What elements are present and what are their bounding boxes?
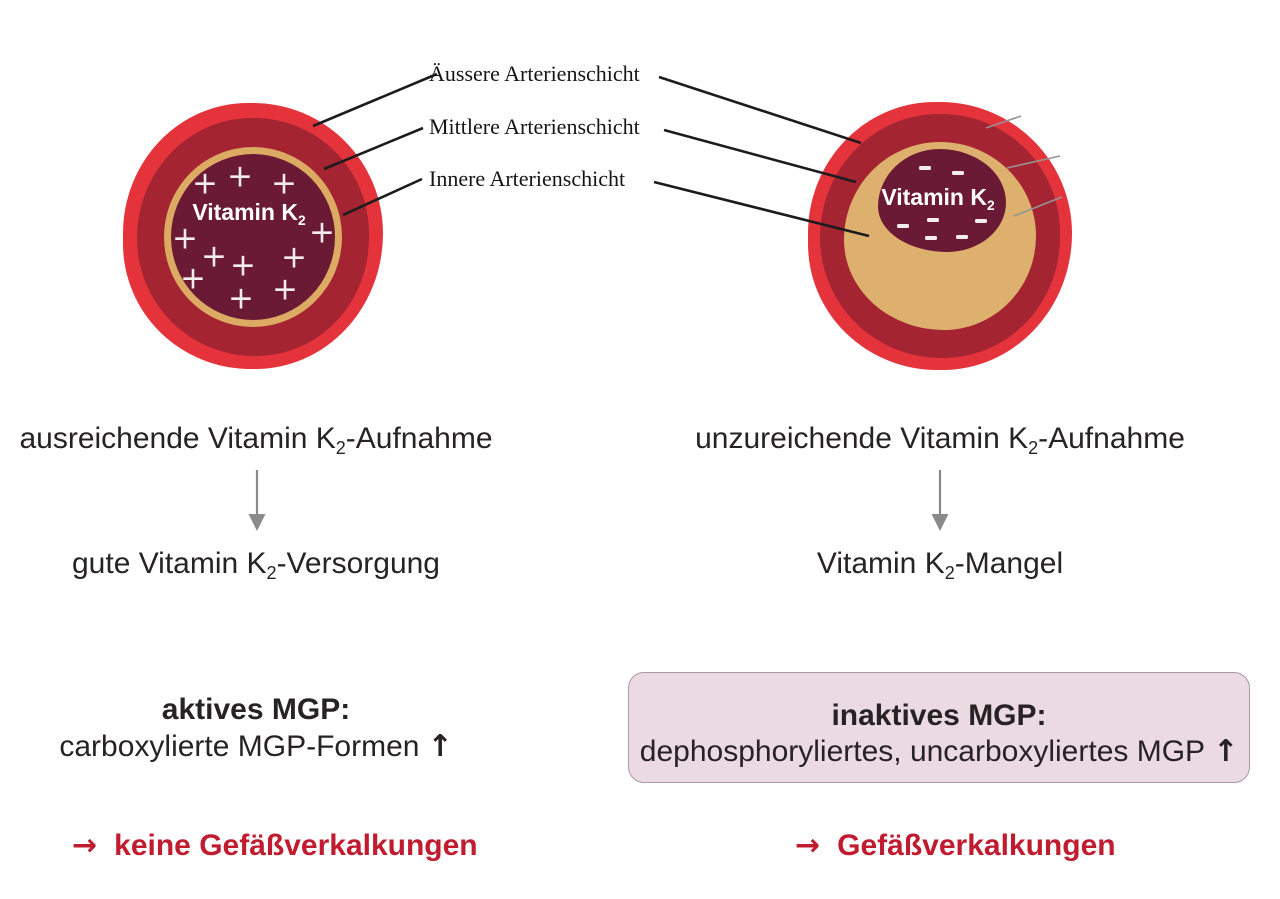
plus-mark: + [281,239,307,276]
plus-mark: + [192,165,218,202]
up-arrow-icon: ↑ [1213,734,1239,769]
left-outcome: → keine Gefäßverkalkungen [72,828,478,863]
right-artery-lumen-blob [878,149,1006,252]
leader-line-outer-left [312,72,438,128]
minus-mark [919,166,931,170]
left-artery-inner-layer-lumen [164,147,342,327]
plus-mark: + [228,280,254,317]
plus-mark: + [271,165,297,202]
right-intake-text: unzureichende Vitamin K2-Aufnahme [695,422,1185,459]
minus-mark [975,219,987,223]
inactive-mgp-detail: dephosphoryliertes, uncarboxyliertes MGP… [639,734,1239,769]
down-arrow-left-head [248,514,266,531]
left-intake-text: ausreichende Vitamin K2-Aufnahme [19,422,493,459]
active-mgp-detail: carboxylierte MGP-Formen↑ [59,729,453,764]
right-vitamin-k2-text: Vitamin K [881,184,987,210]
down-arrow-right-head [931,514,949,531]
plus-mark: + [230,247,256,284]
down-arrow-right [931,470,949,531]
left-vitamin-k2-subscript: 2 [297,212,306,228]
inactive-mgp-box: inaktives MGP: dephosphoryliertes, uncar… [628,672,1250,783]
right-arrow-icon: → [72,828,98,863]
plus-mark: + [201,238,227,275]
up-arrow-icon: ↑ [427,729,453,764]
left-outcome-text: keine Gefäßverkalkungen [114,828,478,862]
right-arrow-icon: → [795,828,821,863]
minus-mark [952,171,964,175]
minus-mark [927,218,939,222]
left-vitamin-k2-label: Vitamin K2 [164,199,334,228]
plus-mark: + [180,260,206,297]
label-inner-artery-layer: Innere Arterienschicht [429,166,626,191]
active-mgp-block: aktives MGP: carboxylierte MGP-Formen↑ [0,691,512,765]
plus-mark: + [309,214,335,251]
plus-mark: + [227,158,253,195]
left-vitamin-k2-text: Vitamin K [192,199,298,225]
left-result-text: gute Vitamin K2-Versorgung [71,547,440,584]
right-vitamin-k2-label: Vitamin K2 [853,184,1023,213]
minus-mark [925,236,937,240]
plus-mark: + [172,220,198,257]
minus-mark [897,224,909,228]
right-outcome: → Gefäßverkalkungen [795,828,1116,863]
plus-mark: + [272,271,298,308]
right-vitamin-k2-subscript: 2 [986,197,995,213]
leader-line-outer-right [658,75,862,145]
active-mgp-title: aktives MGP: [161,693,351,726]
inactive-mgp-title: inaktives MGP: [831,699,1047,732]
right-outcome-text: Gefäßverkalkungen [837,828,1116,862]
down-arrow-left [248,470,266,531]
right-result-text: Vitamin K2-Mangel [816,547,1064,584]
label-outer-artery-layer: Äussere Arterienschicht [429,61,640,86]
label-middle-artery-layer: Mittlere Arterienschicht [429,114,640,139]
minus-mark [956,235,968,239]
